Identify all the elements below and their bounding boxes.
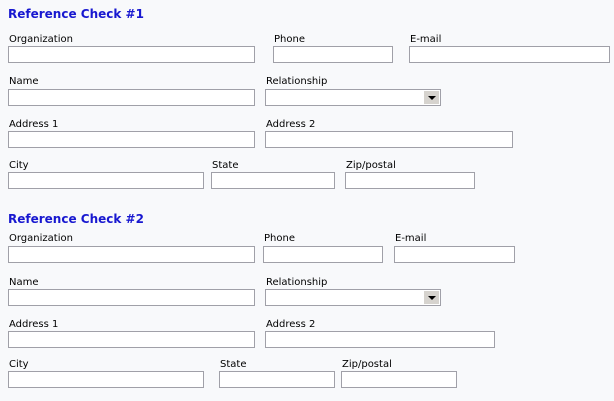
input-city-2[interactable]	[8, 371, 204, 388]
label-email-1: E-mail	[410, 34, 442, 45]
input-email-1[interactable]	[409, 46, 610, 63]
label-address1-2: Address 1	[9, 319, 59, 330]
section-2-heading: Reference Check #2	[8, 212, 144, 226]
section-1-heading: Reference Check #1	[8, 7, 144, 21]
input-state-1[interactable]	[211, 172, 335, 189]
input-name-2[interactable]	[8, 289, 255, 306]
label-state-2: State	[220, 359, 247, 370]
input-address2-1[interactable]	[265, 131, 513, 148]
input-address1-2[interactable]	[8, 331, 255, 348]
input-phone-2[interactable]	[263, 246, 383, 263]
label-phone-2: Phone	[264, 233, 295, 244]
label-address2-2: Address 2	[266, 319, 316, 330]
label-relationship-1: Relationship	[266, 76, 328, 87]
input-zip-2[interactable]	[341, 371, 457, 388]
input-address2-2[interactable]	[265, 331, 495, 348]
label-organization-1: Organization	[9, 34, 73, 45]
input-zip-1[interactable]	[345, 172, 475, 189]
select-relationship-2[interactable]	[265, 289, 441, 306]
select-relationship-1[interactable]	[265, 89, 441, 106]
input-name-1[interactable]	[8, 89, 255, 106]
input-email-2[interactable]	[394, 246, 515, 263]
input-address1-1[interactable]	[8, 131, 255, 148]
label-zip-1: Zip/postal	[346, 160, 396, 171]
input-organization-2[interactable]	[8, 246, 255, 263]
label-address2-1: Address 2	[266, 119, 316, 130]
label-phone-1: Phone	[274, 34, 305, 45]
label-name-2: Name	[9, 277, 39, 288]
label-zip-2: Zip/postal	[342, 359, 392, 370]
label-name-1: Name	[9, 76, 39, 87]
label-city-1: City	[9, 160, 29, 171]
label-relationship-2: Relationship	[266, 277, 328, 288]
label-email-2: E-mail	[395, 233, 427, 244]
label-organization-2: Organization	[9, 233, 73, 244]
input-city-1[interactable]	[8, 172, 204, 189]
label-state-1: State	[212, 160, 239, 171]
label-city-2: City	[9, 359, 29, 370]
label-address1-1: Address 1	[9, 119, 59, 130]
input-state-2[interactable]	[219, 371, 335, 388]
chevron-down-icon[interactable]	[424, 291, 439, 304]
input-organization-1[interactable]	[8, 46, 255, 63]
chevron-down-icon[interactable]	[424, 91, 439, 104]
input-phone-1[interactable]	[273, 46, 393, 63]
